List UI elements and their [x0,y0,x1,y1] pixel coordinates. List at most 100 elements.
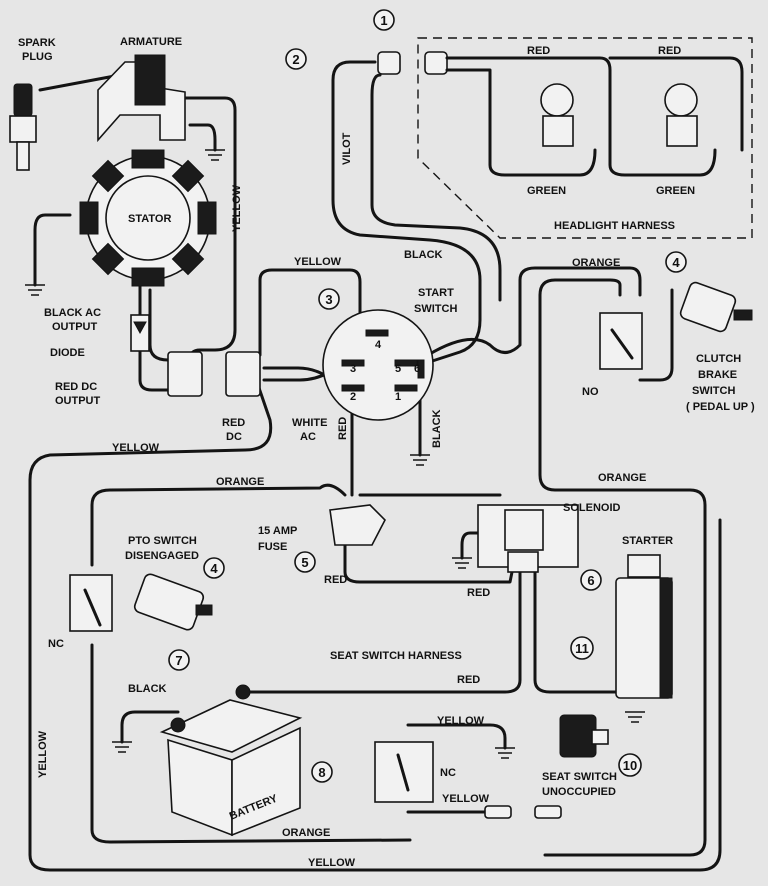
armature [97,54,186,143]
label-black-ac-output: BLACK AC [44,307,101,319]
yellow-left-wire [28,383,722,872]
label-spark-plug-2: PLUG [22,51,53,63]
callout-pto-switch: 4 [210,561,218,576]
callout-start-switch: 3 [325,292,332,307]
stator [79,149,217,287]
ground-symbol [112,741,132,753]
label-yellow-left-vertical: YELLOW [37,730,49,778]
seat-switch-contact [396,753,410,792]
label-fuse-2: FUSE [258,541,287,553]
seat-switch-picture [559,714,609,758]
terminal-6-pin [417,359,425,379]
spark-plug [9,83,37,171]
stator-poles [79,149,217,287]
battery-top [159,699,303,753]
stator-pole [91,159,125,193]
battery-terminal-negative [170,717,186,733]
stator-pole [131,267,165,287]
label-black-upper: BLACK [404,249,443,261]
label-start-switch: START [418,287,454,299]
callout-fuse: 5 [301,555,308,570]
stator-connector [167,351,203,397]
terminal-2-label: 2 [350,391,356,403]
seat-switch-housing [559,714,597,758]
ground-symbol [205,149,225,161]
label-nc-left: NC [48,638,64,650]
callout-circle [580,569,602,591]
terminal-6-label: 6 [414,363,420,375]
callout-seat-switch: 10 [623,758,637,773]
headlight-bulb-1 [540,83,574,117]
label-black-battery: BLACK [128,683,167,695]
label-starter: STARTER [622,535,673,547]
stator-core [105,175,191,261]
ground-symbol [495,747,515,759]
label-green-headlight-1: GREEN [527,185,566,197]
black-ac-output-wire [148,288,170,362]
seat-connector-1 [484,805,512,819]
label-seat-switch-harness: SEAT SWITCH HARNESS [330,650,462,662]
solenoid-starter-wire [533,570,617,694]
terminal-4-label: 4 [375,339,382,351]
battery-front [167,738,233,837]
orange-clutch-wire [426,266,642,357]
yellow-top-wire [258,268,362,357]
harness-connector-left [377,51,401,75]
callout-circle [203,557,225,579]
label-diode: DIODE [50,347,85,359]
terminal-5-pin [394,359,418,367]
label-red-solenoid: RED [467,587,490,599]
terminal-2-pin [341,384,365,392]
callout-circle [168,649,190,671]
orange-fuse-wire [90,483,347,567]
label-red-headlight-2: RED [658,45,681,57]
starter [615,554,673,699]
fuse-body [329,504,386,546]
terminal-1-pin [394,384,418,392]
wires [28,60,722,872]
solenoid-coil-box [504,509,544,551]
stator-pole [91,242,125,276]
ground-symbols [25,149,645,759]
label-fuse: 15 AMP [258,525,297,537]
clutch-switch-terminal [733,309,753,321]
callout-battery: 8 [318,765,325,780]
ground-symbol [625,711,645,723]
terminal-4-pin [365,329,389,337]
fuse [329,504,386,546]
harness-connector-right [424,51,448,75]
orange-bottom-wire [90,643,412,844]
diode [130,314,150,352]
label-armature: ARMATURE [120,36,182,48]
callout-vilot-wire: 2 [292,52,299,67]
label-red-dc: RED [222,417,245,429]
vilot-wire [331,60,482,367]
callout-circle [373,9,395,31]
label-white-ac-2: AC [300,431,316,443]
label-red-dc-output-2: OUTPUT [55,395,101,407]
black-wire-upper [370,73,502,302]
label-solenoid: SOLENOID [563,502,621,514]
stator-pole [171,242,205,276]
label-yellow-vertical: YELLOW [231,184,243,232]
spark-plug-lead [38,73,122,92]
starter-pinion [627,554,661,578]
callout-starter-cable: 11 [575,641,589,656]
label-black-ac-output-2: OUTPUT [52,321,98,333]
label-start-switch-2: SWITCH [414,303,457,315]
ground-symbol [25,284,45,296]
label-clutch-brake-switch-2: BRAKE [698,369,737,381]
label-stator: STATOR [128,213,171,225]
label-vilot: VILOT [341,132,353,165]
clutch-switch-housing [679,281,737,333]
spark-plug-boot [13,83,33,117]
headlight-harness [377,37,753,239]
label-yellow-seat-bottom: YELLOW [442,793,490,805]
battery [159,684,303,837]
callout-circle [311,761,333,783]
clutch-switch-contact [610,328,634,360]
seat-connector-2 [534,805,562,819]
orange-right-wire [538,278,707,857]
ground-symbol [410,454,430,466]
label-orange-top-right: ORANGE [572,257,620,269]
